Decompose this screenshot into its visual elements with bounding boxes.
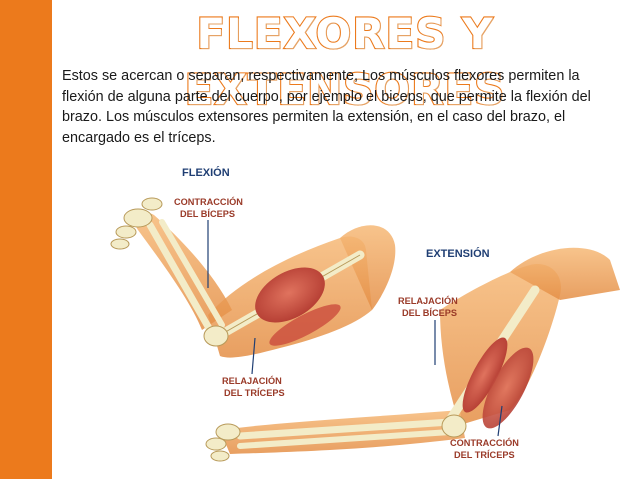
- flexion-label-relaxation-line2: DEL TRÍCEPS: [224, 387, 285, 398]
- extension-label-relaxation-line1: RELAJACIÓN: [398, 295, 458, 306]
- arm-muscles-illustration: FLEXIÓN CONTRACCIÓN DEL BÍCEPS RELAJACIÓ…: [110, 166, 620, 462]
- flexion-label-contraction-line2: DEL BÍCEPS: [180, 208, 235, 219]
- extension-label-contraction-line2: DEL TRÍCEPS: [454, 449, 515, 460]
- flexion-heading: FLEXIÓN: [182, 166, 230, 179]
- flexion-label-relaxation-line1: RELAJACIÓN: [222, 375, 282, 386]
- flexion-label-contraction-line1: CONTRACCIÓN: [174, 196, 243, 207]
- extension-heading: EXTENSIÓN: [426, 247, 490, 260]
- page-title: FLEXORES Y EXTENSORES: [183, 8, 506, 115]
- extension-label-contraction-line1: CONTRACCIÓN: [450, 437, 519, 448]
- body-paragraph: Estos se acercan o separan, respectivame…: [62, 68, 591, 146]
- extension-label-relaxation-line2: DEL BÍCEPS: [402, 307, 457, 318]
- flexed-arm-figure: FLEXIÓN CONTRACCIÓN DEL BÍCEPS RELAJACIÓ…: [110, 166, 396, 398]
- extended-arm-figure: EXTENSIÓN RELAJACIÓN DEL BÍCEPS CONTRACC…: [205, 247, 620, 462]
- accent-sidebar: [0, 0, 52, 479]
